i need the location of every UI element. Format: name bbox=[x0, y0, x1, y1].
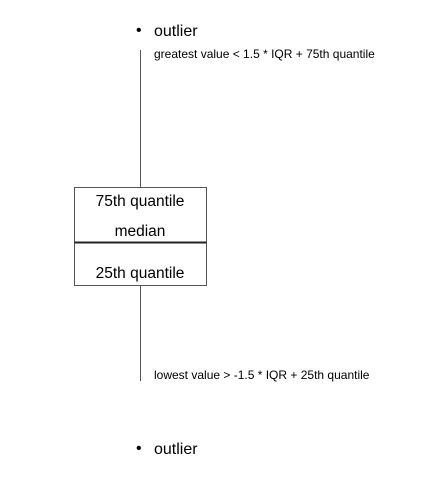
bottom-outlier-label: outlier bbox=[154, 441, 198, 458]
upper-whisker-label: greatest value < 1.5 * IQR + 75th quanti… bbox=[154, 47, 375, 61]
iqr-box bbox=[74, 187, 207, 286]
bottom-outlier-marker: • bbox=[136, 440, 142, 457]
median-label: median bbox=[114, 223, 166, 240]
top-outlier-label: outlier bbox=[154, 23, 198, 40]
q1-label: 25th quantile bbox=[95, 265, 185, 282]
q3-label: 75th quantile bbox=[95, 193, 185, 210]
top-outlier-marker: • bbox=[136, 22, 142, 39]
lower-whisker-label: lowest value > -1.5 * IQR + 25th quantil… bbox=[154, 368, 370, 382]
